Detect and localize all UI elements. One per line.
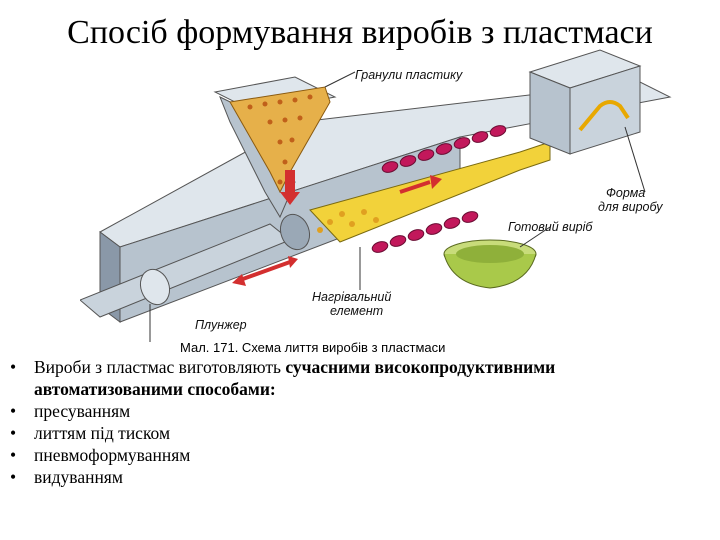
bullet-item: • видуванням: [8, 466, 708, 488]
callout-heater-line1: Нагрівальний: [312, 290, 392, 304]
feed-arrow: [280, 170, 300, 205]
bullet-dot: •: [10, 401, 17, 421]
plunger-head: [279, 213, 311, 251]
bullet-item-text: пневмоформуванням: [34, 445, 191, 465]
bullet-intro-bold: сучасними високопродуктивними автоматизо…: [34, 357, 556, 399]
finished-product: [443, 239, 537, 289]
bullet-dot: •: [10, 357, 17, 377]
callout-granules: Гранули пластику: [355, 68, 463, 82]
injection-molding-diagram: [80, 49, 672, 342]
mold-cavity: [578, 100, 630, 132]
slide-title: Спосіб формування виробів з пластмаси: [67, 14, 653, 51]
bullet-item-text: видуванням: [34, 467, 123, 487]
bullet-intro: • Вироби з пластмас виготовляють сучасни…: [8, 356, 708, 400]
callout-heater: Нагрівальний елемент: [312, 290, 391, 318]
callout-product: Готовий виріб: [508, 220, 593, 234]
leader-lines: [149, 71, 646, 342]
bullet-item: • пневмоформуванням: [8, 444, 708, 466]
plunger-arrow: [232, 256, 298, 286]
callout-mold: Форма для виробу: [598, 186, 663, 214]
bullet-item-text: пресуванням: [34, 401, 131, 421]
heater-coils-lower: [371, 211, 479, 253]
granule-dots: [247, 94, 313, 185]
bullet-item: • пресуванням: [8, 400, 708, 422]
callout-mold-line2: для виробу: [598, 200, 663, 214]
figure-caption: Мал. 171. Схема лиття виробів з пластмас…: [180, 340, 446, 355]
bullet-list: • Вироби з пластмас виготовляють сучасни…: [8, 356, 708, 488]
bullet-dot: •: [10, 445, 17, 465]
melt-channel: [309, 141, 551, 243]
flow-arrow: [399, 175, 442, 194]
bullet-intro-plain: Вироби з пластмас виготовляють: [34, 357, 286, 377]
bullet-item-text: литтям під тиском: [34, 423, 171, 443]
plunger-end: [139, 268, 171, 306]
mold-side: [569, 65, 641, 155]
bullet-dot: •: [10, 467, 17, 487]
bullet-item: • литтям під тиском: [8, 422, 708, 444]
bullet-dot: •: [10, 423, 17, 443]
callout-plunger: Плунжер: [195, 318, 247, 332]
heater-coils-upper: [381, 125, 507, 173]
melt-granules: [317, 209, 379, 233]
callout-mold-line1: Форма: [606, 186, 646, 200]
callout-heater-line2: елемент: [330, 304, 384, 318]
